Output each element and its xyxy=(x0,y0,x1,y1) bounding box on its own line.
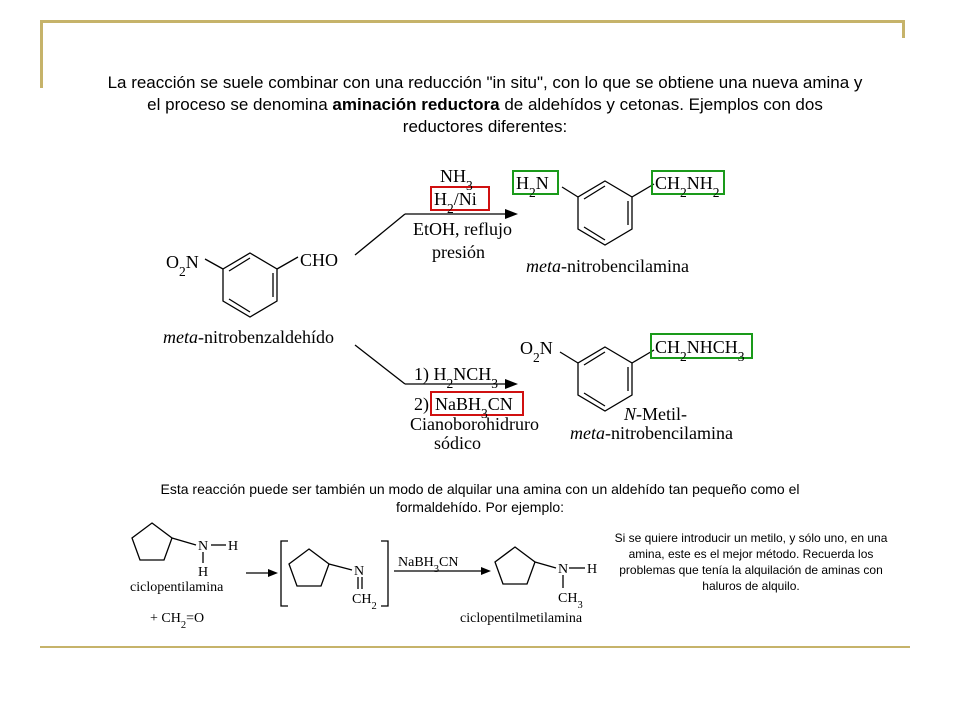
reactant-name: ciclopentilamina xyxy=(130,580,224,595)
product-name: ciclopentilmetilamina xyxy=(460,611,583,626)
arrow-head-4 xyxy=(481,567,491,575)
product2-benzene-ring xyxy=(577,346,633,412)
side-note: Si se quiere introducir un metilo, y sól… xyxy=(614,531,888,593)
frame-left-line xyxy=(40,20,43,88)
intermediate-n-atom: N xyxy=(354,564,364,579)
intermediate-ch2: CH2 xyxy=(352,592,377,612)
start-benzene-ring xyxy=(222,252,278,318)
frame-bottom-line xyxy=(40,646,910,648)
reagent-name-line2: sódico xyxy=(434,433,481,453)
product1-h2n-box xyxy=(512,170,559,195)
right-bracket xyxy=(381,540,389,607)
product1-ch2nh2: CH2NH2 xyxy=(655,173,720,200)
frame-top-line xyxy=(40,20,904,23)
reagent-nabh3cn-row3: NaBH3CN xyxy=(398,555,458,575)
product-ch3: CH3 xyxy=(558,591,583,611)
intro-paragraph: La reacción se suele combinar con una re… xyxy=(105,72,865,138)
product2-name-line1: N-Metil- xyxy=(623,404,687,424)
reactant-nh-h: H xyxy=(228,539,238,554)
formaldehyde-reagent: + CH2=O xyxy=(150,611,204,631)
reagent-name-line1: Cianoborohidruro xyxy=(410,414,539,434)
arrow-head-3 xyxy=(268,569,278,577)
intermediate-cyclopentane xyxy=(288,548,330,587)
reagent-nabh3cn: NaBH3CN xyxy=(435,394,513,421)
intro-bold-term: aminación reductora xyxy=(332,95,500,114)
product2-name-line2: meta-nitrobencilamina xyxy=(570,423,733,443)
conditions-line1: EtOH, reflujo xyxy=(413,219,512,239)
reagent-h2ni-box xyxy=(430,186,490,211)
product2-o2n: O2N xyxy=(520,338,553,365)
reactant-cyclopentane xyxy=(131,522,173,561)
reactant-n-h: H xyxy=(198,565,208,580)
reagent-nh3: NH3 xyxy=(440,166,473,193)
reagent-nabh3cn-box xyxy=(430,391,524,416)
product1-h2n: H2N xyxy=(516,173,549,200)
product-cyclopentane xyxy=(494,546,536,585)
reagent-h2ni: H2/Ni xyxy=(434,189,477,216)
frame-right-line xyxy=(902,20,905,38)
product2-ch2nhch3-box xyxy=(650,333,753,359)
start-substituent-o2n: O2N xyxy=(166,252,199,279)
step1-reagent: 1) H2NCH3 xyxy=(414,364,498,391)
product1-benzene-ring xyxy=(577,180,633,246)
product-nh-h: H xyxy=(587,562,597,577)
arrow-head-2 xyxy=(505,379,518,389)
middle-paragraph: Esta reacción puede ser también un modo … xyxy=(160,481,800,515)
product2-ch2nhch3: CH2NHCH3 xyxy=(655,337,745,364)
arrow-head-1 xyxy=(505,209,518,219)
step2-prefix: 2) xyxy=(414,394,429,415)
intro-text-2: de aldehídos y cetonas. Ejemplos con dos… xyxy=(402,95,823,136)
intro-text-1: La reacción se suele combinar con una re… xyxy=(107,73,863,114)
start-name: meta-nitrobenzaldehído xyxy=(163,327,334,347)
reactant-n-atom: N xyxy=(198,539,208,554)
left-bracket xyxy=(280,540,288,607)
product1-name: meta-nitrobencilamina xyxy=(526,256,689,276)
product1-ch2nh2-box xyxy=(651,170,725,195)
product-n-atom: N xyxy=(558,562,568,577)
conditions-line2: presión xyxy=(432,242,485,262)
start-substituent-cho: CHO xyxy=(300,250,338,270)
